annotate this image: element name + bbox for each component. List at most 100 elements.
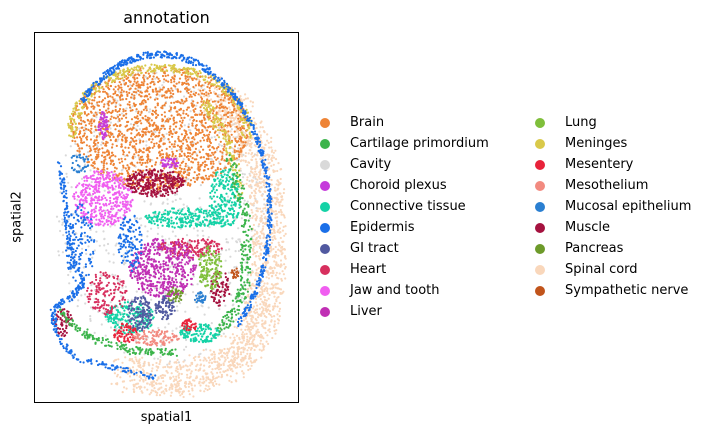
scatter-point bbox=[240, 98, 243, 101]
scatter-point bbox=[144, 64, 147, 67]
scatter-point bbox=[71, 136, 75, 139]
scatter-point bbox=[122, 90, 125, 93]
scatter-point bbox=[199, 384, 202, 387]
scatter-point bbox=[150, 202, 153, 205]
scatter-point bbox=[193, 171, 196, 174]
scatter-point bbox=[117, 88, 120, 91]
scatter-point bbox=[213, 118, 216, 121]
scatter-point bbox=[156, 232, 159, 235]
scatter-point bbox=[112, 261, 115, 264]
scatter-point bbox=[190, 160, 193, 163]
scatter-point bbox=[145, 128, 148, 131]
scatter-point bbox=[160, 106, 163, 109]
scatter-point bbox=[157, 365, 160, 369]
scatter-point bbox=[153, 142, 156, 145]
scatter-point bbox=[165, 132, 168, 135]
scatter-point bbox=[112, 88, 115, 91]
scatter-point bbox=[235, 150, 238, 153]
scatter-point bbox=[126, 154, 129, 157]
scatter-point bbox=[97, 155, 100, 158]
scatter-point bbox=[58, 220, 61, 223]
scatter-point bbox=[224, 259, 227, 262]
scatter-point bbox=[161, 235, 164, 238]
scatter-point bbox=[184, 162, 187, 165]
scatter-point bbox=[104, 155, 107, 158]
scatter-point bbox=[253, 263, 256, 266]
scatter-point bbox=[173, 277, 176, 280]
scatter-point bbox=[187, 385, 190, 388]
scatter-point bbox=[156, 379, 159, 382]
scatter-point bbox=[274, 274, 277, 277]
scatter-point bbox=[154, 77, 157, 80]
scatter-point bbox=[116, 94, 119, 97]
scatter-point bbox=[154, 382, 157, 385]
scatter-point bbox=[103, 244, 106, 247]
scatter-point bbox=[170, 114, 173, 117]
scatter-point bbox=[278, 272, 281, 275]
scatter-point bbox=[266, 153, 269, 156]
scatter-point bbox=[110, 133, 113, 136]
scatter-point bbox=[223, 114, 226, 117]
scatter-point bbox=[135, 129, 138, 132]
scatter-point bbox=[241, 364, 244, 367]
scatter-point bbox=[230, 111, 234, 114]
scatter-point bbox=[268, 146, 271, 149]
scatter-point bbox=[139, 161, 142, 164]
scatter-point bbox=[211, 372, 214, 375]
scatter-point bbox=[86, 176, 90, 180]
scatter-point bbox=[213, 357, 216, 360]
scatter-point bbox=[230, 293, 233, 297]
scatter-point bbox=[184, 74, 187, 78]
scatter-point bbox=[135, 139, 138, 142]
scatter-point bbox=[189, 375, 192, 378]
scatter-point bbox=[109, 84, 113, 88]
scatter-point bbox=[150, 391, 153, 394]
scatter-point bbox=[191, 104, 194, 107]
scatter-plot bbox=[49, 50, 287, 399]
scatter-point bbox=[284, 255, 287, 258]
scatter-point bbox=[155, 394, 158, 397]
scatter-point bbox=[255, 126, 258, 130]
scatter-point bbox=[90, 164, 93, 167]
scatter-point bbox=[252, 241, 256, 244]
scatter-point bbox=[225, 131, 228, 134]
scatter-point bbox=[167, 74, 170, 77]
scatter-point bbox=[160, 156, 163, 159]
scatter-point bbox=[284, 225, 287, 228]
scatter-point bbox=[129, 141, 132, 144]
scatter-point bbox=[203, 134, 206, 137]
scatter-point bbox=[78, 102, 81, 105]
scatter-point bbox=[102, 164, 105, 167]
scatter-point bbox=[116, 124, 119, 128]
scatter-point bbox=[267, 162, 270, 165]
scatter-point bbox=[186, 89, 189, 93]
scatter-point bbox=[85, 127, 88, 131]
scatter-point bbox=[183, 129, 186, 132]
scatter-point bbox=[243, 348, 246, 351]
scatter-point bbox=[229, 146, 232, 149]
scatter-point bbox=[223, 356, 226, 359]
scatter-point bbox=[138, 69, 141, 72]
scatter-point bbox=[96, 111, 99, 114]
scatter-point bbox=[207, 167, 210, 171]
scatter-point bbox=[271, 336, 274, 340]
scatter-point bbox=[124, 154, 127, 157]
scatter-point bbox=[164, 182, 167, 185]
scatter-point bbox=[256, 295, 260, 298]
scatter-point bbox=[251, 203, 254, 207]
scatter-point bbox=[197, 84, 201, 87]
scatter-point bbox=[172, 268, 175, 271]
scatter-point bbox=[233, 353, 236, 356]
scatter-point bbox=[235, 352, 239, 355]
scatter-point bbox=[120, 138, 124, 141]
scatter-point bbox=[72, 110, 75, 113]
scatter-point bbox=[169, 376, 173, 380]
scatter-point bbox=[267, 155, 271, 158]
scatter-point bbox=[199, 71, 202, 75]
scatter-point bbox=[167, 80, 170, 83]
scatter-point bbox=[132, 83, 135, 86]
scatter-point bbox=[281, 229, 284, 232]
scatter-point bbox=[233, 145, 237, 148]
scatter-point bbox=[190, 90, 193, 93]
scatter-point bbox=[148, 393, 151, 396]
